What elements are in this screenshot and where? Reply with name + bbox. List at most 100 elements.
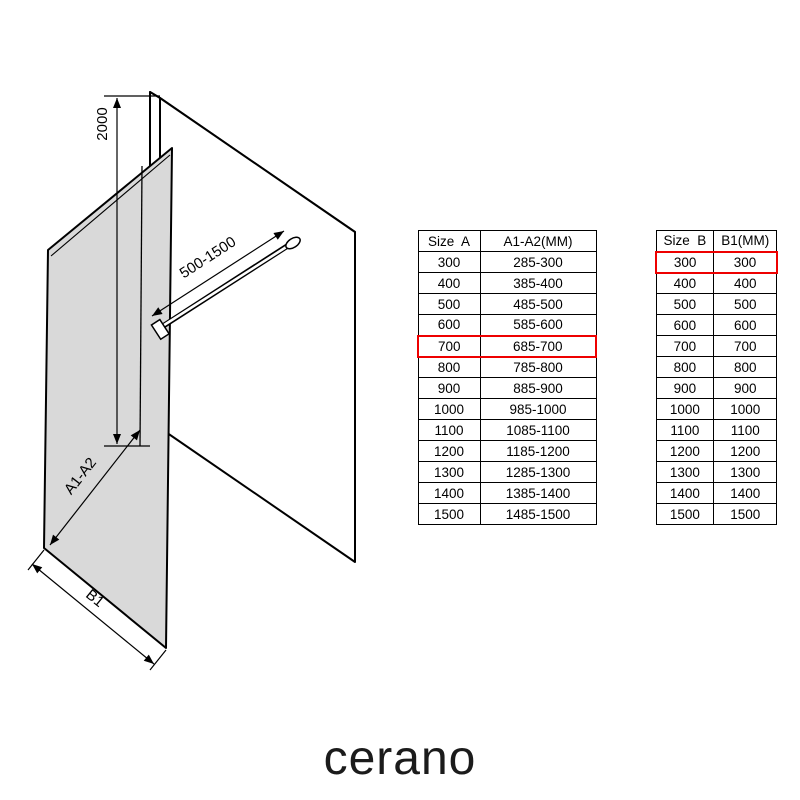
table-cell: 1400 [655,482,715,504]
glass-top-edge-thickness [50,154,171,257]
table-cell: 600 [713,314,778,336]
table-cell: 385-400 [479,272,597,294]
table-cell: 1500 [655,503,715,525]
table-cell: 1285-1300 [479,461,597,483]
depth-extension-left [27,549,45,571]
table-cell: 1185-1200 [479,440,597,462]
depth-extension-right [149,649,167,671]
width-dimension-line [49,429,141,546]
wall-glass-junction-line [139,165,143,447]
wall-panel [149,91,356,563]
bar-length-dimension-line [151,230,285,317]
table-cell: 1300 [655,461,715,483]
table-cell: 1300 [713,461,778,483]
support-bar-glass-clamp [150,318,171,341]
size-b-col-header: Size B [655,230,715,252]
size-a-header-row: Size A A1-A2(MM) [417,230,597,252]
table-cell: 400 [417,272,481,294]
table-cell: 900 [655,377,715,399]
table-cell: 1400 [713,482,778,504]
table-cell: 500 [713,293,778,315]
table-cell: 800 [655,356,715,378]
table-cell: 1200 [417,440,481,462]
table-cell: 600 [417,314,481,336]
glass-panel [43,147,173,649]
table-cell: 300 [655,250,715,274]
table-cell: 500 [417,293,481,315]
table-cell: 285-300 [479,251,597,273]
table-cell: 700 [713,335,778,357]
table-cell: 400 [655,272,715,294]
table-cell: 800 [417,356,481,378]
table-cell: 1085-1100 [479,419,597,441]
table-cell: 485-500 [479,293,597,315]
table-cell: 885-900 [479,377,597,399]
product-diagram: 500-1500 2000 A1-A2 B1 [27,91,356,671]
table-cell: 685-700 [479,334,597,358]
table-cell: 1485-1500 [479,503,597,525]
table-cell: 300 [417,251,481,273]
table-cell: 500 [655,293,715,315]
table-cell: 900 [713,377,778,399]
table-cell: 300 [713,250,778,274]
table-cell: 1500 [713,503,778,525]
size-a-range-col-header: A1-A2(MM) [479,230,597,252]
brand-logo: cerano [323,732,477,785]
height-dimension: 2000 [94,95,160,447]
table-cell: 1100 [713,419,778,441]
table-cell: 1100 [655,419,715,441]
table-cell: 1385-1400 [479,482,597,504]
table-cell: 700 [655,335,715,357]
table-cell: 900 [417,377,481,399]
table-cell: 800 [713,356,778,378]
table-cell: 1200 [655,440,715,462]
table-cell: 1000 [713,398,778,420]
table-cell: 1500 [417,503,481,525]
table-cell: 785-800 [479,356,597,378]
support-bar-wall-flange [285,236,301,250]
table-cell: 1000 [655,398,715,420]
size-a-col-header: Size A [417,230,481,252]
table-cell: 985-1000 [479,398,597,420]
table-cell: 1400 [417,482,481,504]
size-b-range-col-header: B1(MM) [713,230,778,252]
table-cell: 1300 [417,461,481,483]
table-cell: 1100 [417,419,481,441]
table-cell: 1200 [713,440,778,462]
table-cell: 1000 [417,398,481,420]
size-b-header-row: Size B B1(MM) [655,230,778,252]
wall-front-face [159,97,356,563]
depth-dimension-line [31,563,155,665]
table-cell: 700 [417,334,481,358]
table-cell: 585-600 [479,314,597,336]
